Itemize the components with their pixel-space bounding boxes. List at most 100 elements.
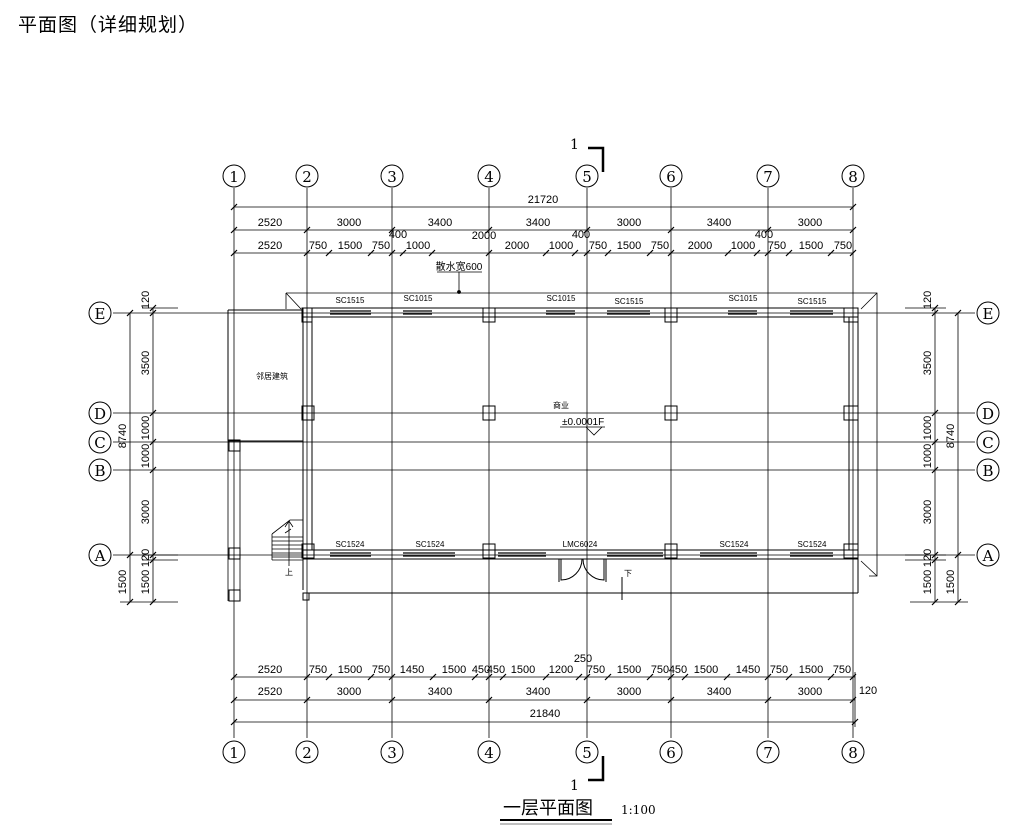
dim-top-row2: 750 bbox=[651, 240, 669, 252]
dim-top-row2: 750 bbox=[834, 240, 852, 252]
axis-label-right: D bbox=[982, 405, 994, 423]
axis-label-top: 1 bbox=[229, 168, 239, 186]
axis-label-top: 5 bbox=[582, 168, 592, 186]
dim-bottom-row1: 1500 bbox=[338, 664, 362, 676]
dim-top-row2: 1000 bbox=[549, 240, 573, 252]
dim-bottom-row1: 1450 bbox=[400, 664, 424, 676]
dim-bottom-row2: 3000 bbox=[798, 686, 822, 698]
dim-top-row2: 2000 bbox=[505, 240, 529, 252]
dim-bottom-row1: 1500 bbox=[694, 664, 718, 676]
dim-side-left: 1500 bbox=[140, 570, 152, 594]
room-label: 商业 bbox=[553, 400, 569, 410]
elevation-symbol bbox=[560, 426, 605, 436]
dim-top-row1: 3000 bbox=[798, 217, 822, 229]
window-label: SC1524 bbox=[798, 540, 827, 549]
axis-label-top: 8 bbox=[848, 168, 858, 186]
dim-bottom-row1: 2520 bbox=[258, 664, 282, 676]
dim-bottom-row1: 1500 bbox=[442, 664, 466, 676]
top-dimension-lines bbox=[234, 206, 853, 254]
drawing-title: 一层平面图 bbox=[503, 798, 593, 819]
dim-top-row1: 3000 bbox=[617, 217, 641, 229]
dim-side-left-total: 8740 bbox=[117, 424, 129, 448]
axis-bubbles-right bbox=[976, 301, 1000, 567]
dim-top-row2: 750 bbox=[372, 240, 390, 252]
neighbor-label: 邻居建筑 bbox=[256, 371, 288, 381]
dim-top-row2: 750 bbox=[309, 240, 327, 252]
dim-top-small: 400 bbox=[389, 229, 407, 241]
dim-top-small: 400 bbox=[572, 229, 590, 241]
axis-label-bottom: 6 bbox=[666, 744, 676, 762]
dim-bottom-row1: 1500 bbox=[617, 664, 641, 676]
dim-top-row1: 2520 bbox=[258, 217, 282, 229]
axis-label-left: D bbox=[94, 405, 106, 423]
dim-side-left: 3500 bbox=[140, 351, 152, 375]
dim-bottom-row1: 750 bbox=[309, 664, 327, 676]
drain-label: 散水宽600 bbox=[436, 260, 483, 273]
drawing-scale: 1:100 bbox=[621, 803, 656, 817]
axis-label-bottom: 7 bbox=[763, 744, 773, 762]
dim-bottom-row2: 3400 bbox=[428, 686, 452, 698]
axis-label-right: A bbox=[982, 547, 994, 565]
exterior-walls bbox=[302, 307, 859, 601]
axis-bubbles-bottom bbox=[222, 740, 865, 764]
dim-bottom-small: 250 bbox=[574, 653, 592, 665]
windows-bottom bbox=[330, 552, 833, 557]
dim-side-right: 1500 bbox=[922, 570, 934, 594]
section-label-bottom: 1 bbox=[570, 778, 579, 794]
axis-label-top: 2 bbox=[302, 168, 312, 186]
dim-top-small: 400 bbox=[755, 229, 773, 241]
dim-bottom-row1: 750 bbox=[372, 664, 390, 676]
dim-top-row2: 2520 bbox=[258, 240, 282, 252]
dim-bottom-row1: 750 bbox=[587, 664, 605, 676]
dim-top-row2: 1000 bbox=[406, 240, 430, 252]
axis-label-bottom: 1 bbox=[229, 744, 239, 762]
axis-label-right: E bbox=[983, 305, 994, 323]
section-label-top: 1 bbox=[570, 137, 579, 153]
window-label: SC1515 bbox=[798, 297, 827, 306]
stair bbox=[271, 519, 303, 566]
axis-label-top: 4 bbox=[484, 168, 494, 186]
axis-bubbles-top bbox=[222, 164, 865, 188]
dim-bottom-row1: 450 bbox=[669, 664, 687, 676]
dim-bottom-row1: 450 bbox=[487, 664, 505, 676]
window-label: SC1015 bbox=[547, 294, 576, 303]
dim-bottom-total: 21840 bbox=[530, 708, 561, 720]
dim-bottom-row1: 1450 bbox=[736, 664, 760, 676]
dim-bottom-row2: 3400 bbox=[707, 686, 731, 698]
dim-top-row2: 1500 bbox=[338, 240, 362, 252]
dim-top-row2: 2000 bbox=[688, 240, 712, 252]
window-label: SC1015 bbox=[729, 294, 758, 303]
windows-top bbox=[330, 310, 833, 315]
right-dimension-ticks bbox=[931, 304, 962, 606]
dim-top-row2: 1000 bbox=[731, 240, 755, 252]
dim-top-row2: 750 bbox=[768, 240, 786, 252]
window-label: SC1515 bbox=[615, 297, 644, 306]
dim-side-right: 120 bbox=[922, 549, 934, 567]
stair-down-label: 下 bbox=[624, 569, 632, 578]
vertical-axis-lines bbox=[233, 188, 854, 738]
dim-bottom-row2: 3000 bbox=[617, 686, 641, 698]
axis-bubbles-left bbox=[88, 301, 112, 567]
dim-top-row1: 3000 bbox=[337, 217, 361, 229]
columns bbox=[228, 307, 859, 602]
axis-label-left: C bbox=[94, 434, 105, 452]
axis-label-bottom: 8 bbox=[848, 744, 858, 762]
dim-side-right: 1000 bbox=[922, 444, 934, 468]
left-dimension-ticks bbox=[126, 304, 157, 606]
dim-bottom-row1: 750 bbox=[770, 664, 788, 676]
window-label: SC1524 bbox=[416, 540, 445, 549]
dim-top-total: 21720 bbox=[528, 194, 559, 206]
dim-bottom-row1: 1500 bbox=[799, 664, 823, 676]
drain-leader bbox=[437, 271, 482, 294]
dim-top-small: 2000 bbox=[472, 230, 496, 242]
dim-side-left: 1000 bbox=[140, 444, 152, 468]
dim-bottom-row1: 750 bbox=[833, 664, 851, 676]
drawing-title-underline bbox=[500, 819, 612, 825]
dim-side-right: 120 bbox=[922, 291, 934, 309]
dim-side-right: 3500 bbox=[922, 351, 934, 375]
dim-bottom-right: 120 bbox=[859, 685, 877, 697]
axis-label-right: C bbox=[982, 434, 993, 452]
dim-bottom-row1: 1200 bbox=[549, 664, 573, 676]
elevation-label: ±0.0001F bbox=[562, 417, 604, 428]
dim-side-left: 1000 bbox=[140, 416, 152, 440]
